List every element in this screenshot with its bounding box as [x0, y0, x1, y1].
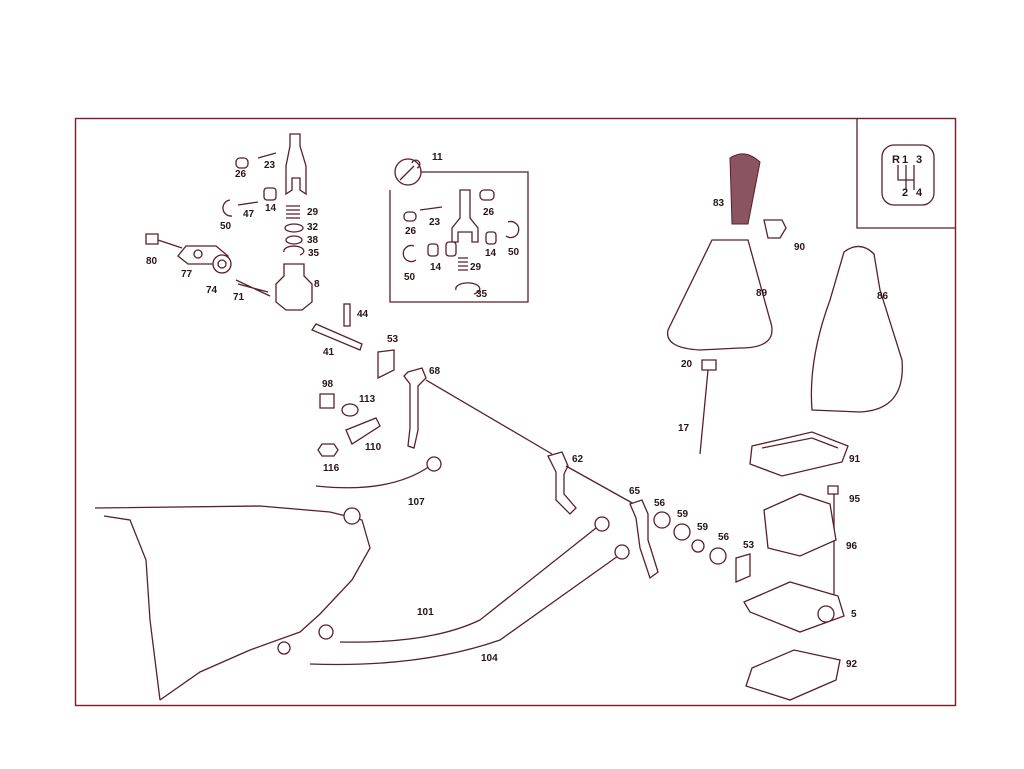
label-50: 50 [508, 247, 520, 258]
label-83: 83 [713, 198, 725, 209]
small-hardware [317, 393, 381, 457]
label-44: 44 [357, 309, 369, 320]
label-107: 107 [408, 497, 425, 508]
label-110: 110 [365, 442, 382, 453]
label-14: 14 [430, 262, 442, 273]
shift-pattern-inset: R 1 3 2 4 [856, 118, 956, 229]
label-113: 113 [359, 394, 376, 405]
part-labels: 5 8 11 14 14 14 17 20 23 23 26 26 26 29 … [146, 152, 889, 670]
gear-3: 3 [916, 154, 922, 166]
label-56: 56 [718, 532, 730, 543]
label-92: 92 [846, 659, 858, 670]
gear-r: R [892, 154, 900, 166]
label-91: 91 [849, 454, 861, 465]
label-86: 86 [877, 291, 889, 302]
label-14: 14 [265, 203, 277, 214]
label-74: 74 [206, 285, 218, 296]
shift-rods [309, 456, 630, 666]
label-5: 5 [851, 609, 857, 620]
label-89: 89 [756, 288, 768, 299]
label-96: 96 [846, 541, 858, 552]
shift-knob-boots [666, 153, 903, 455]
label-29: 29 [307, 207, 319, 218]
label-32: 32 [307, 222, 319, 233]
label-29: 29 [470, 262, 482, 273]
label-65: 65 [629, 486, 641, 497]
label-59: 59 [677, 509, 689, 520]
label-101: 101 [417, 607, 434, 618]
label-98: 98 [322, 379, 334, 390]
label-20: 20 [681, 359, 693, 370]
label-90: 90 [794, 242, 806, 253]
label-53: 53 [387, 334, 399, 345]
label-26: 26 [405, 226, 417, 237]
label-41: 41 [323, 347, 335, 358]
label-50: 50 [404, 272, 416, 283]
shifter-assembly [145, 133, 395, 380]
label-56: 56 [654, 498, 666, 509]
label-53: 53 [743, 540, 755, 551]
label-11: 11 [432, 152, 443, 163]
label-26: 26 [235, 169, 247, 180]
transmission-housing [94, 505, 371, 701]
gear-4: 4 [916, 187, 923, 199]
label-68: 68 [429, 366, 441, 377]
label-59: 59 [697, 522, 709, 533]
label-23: 23 [264, 160, 276, 171]
label-62: 62 [572, 454, 584, 465]
label-80: 80 [146, 256, 158, 267]
console-parts [743, 431, 849, 701]
label-23: 23 [429, 217, 441, 228]
shift-levers [403, 367, 751, 583]
diagram-frame [74, 117, 957, 707]
wrench-icon [394, 158, 422, 186]
label-35: 35 [476, 289, 488, 300]
label-104: 104 [481, 653, 498, 664]
label-17: 17 [678, 423, 690, 434]
label-26: 26 [483, 207, 495, 218]
label-47: 47 [243, 209, 255, 220]
label-35: 35 [308, 248, 320, 259]
repair-kit-inset [389, 158, 529, 303]
gear-2: 2 [902, 187, 908, 199]
label-77: 77 [181, 269, 193, 280]
label-8: 8 [314, 279, 320, 290]
gear-1: 1 [902, 154, 908, 166]
label-14: 14 [485, 248, 497, 259]
label-116: 116 [323, 463, 340, 474]
label-95: 95 [849, 494, 861, 505]
label-50: 50 [220, 221, 232, 232]
label-38: 38 [307, 235, 319, 246]
label-71: 71 [233, 292, 245, 303]
